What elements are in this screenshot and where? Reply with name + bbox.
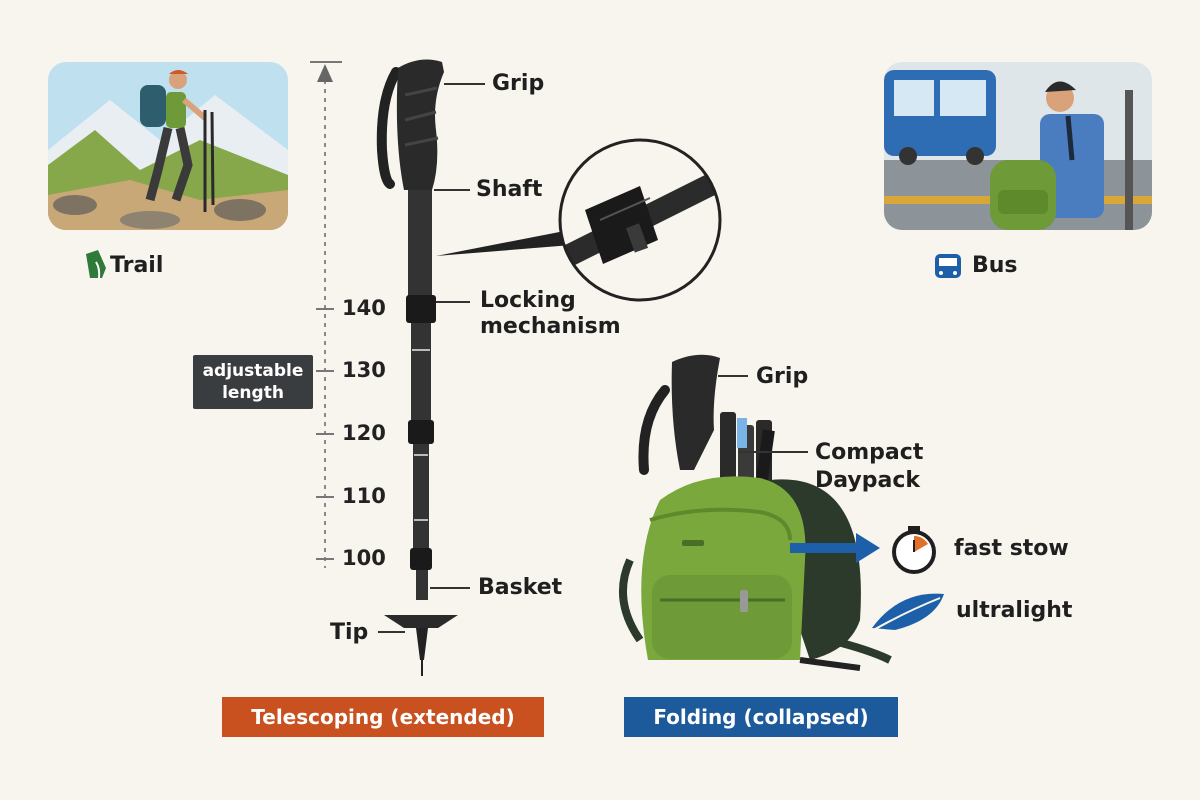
trail-icon: [86, 250, 106, 279]
tick-label: 140: [342, 296, 386, 320]
stow-arrow: [790, 533, 880, 563]
basket-label: Basket: [478, 575, 563, 600]
tick-label: 110: [342, 484, 386, 508]
folding-callout-lines: [718, 375, 808, 453]
locking-label-line2: mechanism: [480, 314, 621, 339]
grip-label: Grip: [492, 71, 545, 96]
locking-zoom-callout: [436, 138, 722, 302]
height-scale: [310, 61, 342, 568]
feature-fast-stow: fast stow: [954, 536, 1069, 561]
adjustable-length-line1: adjustable: [202, 361, 304, 381]
folding-grip-label: Grip: [756, 364, 809, 389]
up-arrow-icon: [317, 64, 333, 82]
trail-label: Trail: [110, 253, 164, 278]
trail-illustration: [48, 62, 288, 230]
daypack-label-line1: Compact: [815, 440, 924, 465]
tick-label: 100: [342, 546, 386, 570]
daypack-label-line2: Daypack: [815, 468, 921, 493]
folding-caption: Folding (collapsed): [624, 697, 898, 737]
tick-label: 120: [342, 421, 386, 445]
bus-label: Bus: [972, 253, 1018, 278]
stopwatch-icon: [892, 526, 936, 574]
locking-label-line1: Locking: [480, 288, 576, 313]
bus-illustration: [884, 62, 1152, 230]
adjustable-length-badge: adjustable length: [193, 355, 313, 409]
adjustable-length-line2: length: [222, 383, 284, 403]
tick-label: 130: [342, 358, 386, 382]
feature-ultralight: ultralight: [956, 598, 1073, 623]
tip-label: Tip: [330, 620, 369, 645]
telescoping-callout-lines: [378, 83, 485, 633]
telescoping-caption: Telescoping (extended): [222, 697, 544, 737]
folding-pack-illustration: [618, 354, 892, 671]
bus-icon: [935, 254, 961, 278]
telescoping-pole: [376, 59, 458, 676]
feather-icon: [869, 593, 944, 633]
shaft-label: Shaft: [476, 177, 543, 202]
